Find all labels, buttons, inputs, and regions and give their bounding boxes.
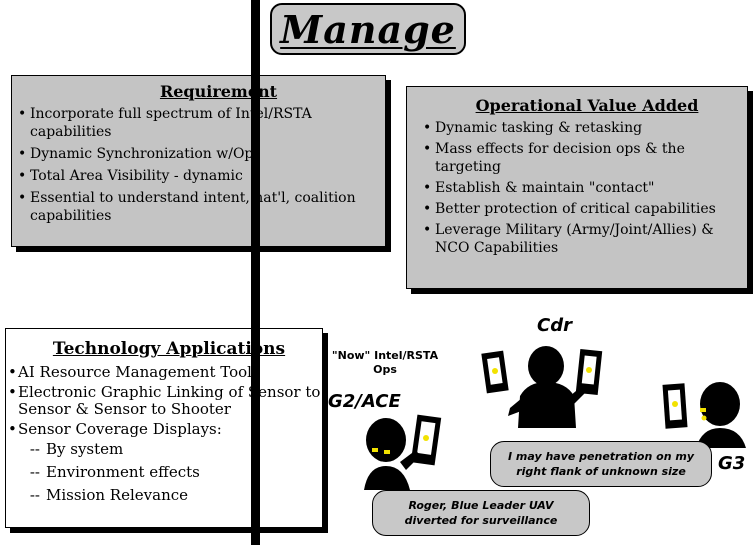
list-item: Better protection of critical capabiliti… bbox=[417, 200, 739, 218]
technology-panel: Technology Applications AI Resource Mana… bbox=[5, 328, 323, 528]
sub-list-item: Mission Relevance bbox=[6, 487, 322, 504]
g2-ace-figure-icon bbox=[364, 414, 442, 490]
g2-speech-line1: Roger, Blue Leader UAV bbox=[408, 499, 554, 512]
list-item: Electronic Graphic Linking of Sensor to … bbox=[6, 384, 322, 418]
g3-speech-bubble: I may have penetration on my right flank… bbox=[490, 441, 712, 487]
slide-title: Manage bbox=[280, 6, 456, 52]
list-item: Mass effects for decision ops & the targ… bbox=[417, 140, 739, 176]
operational-value-list: Dynamic tasking & retasking Mass effects… bbox=[407, 119, 747, 257]
requirements-panel: Requirement Incorporate full spectrum of… bbox=[11, 75, 386, 247]
operational-value-title: Operational Value Added bbox=[475, 96, 699, 115]
list-item: Dynamic tasking & retasking bbox=[417, 119, 739, 137]
now-intel-label: "Now" Intel/RSTA Ops bbox=[320, 349, 450, 377]
list-item: Leverage Military (Army/Joint/Allies) & … bbox=[417, 221, 739, 257]
requirements-list: Incorporate full spectrum of Intel/RSTA … bbox=[12, 105, 385, 225]
commander-figure-icon bbox=[481, 346, 603, 428]
list-item: AI Resource Management Tools bbox=[6, 364, 322, 382]
g2-speech-bubble: Roger, Blue Leader UAV diverted for surv… bbox=[372, 490, 590, 536]
g3-speech-line2: right flank of unknown size bbox=[516, 465, 686, 478]
list-item: Essential to understand intent, nat'l, c… bbox=[12, 189, 371, 225]
sub-list-item: Environment effects bbox=[6, 464, 322, 481]
g3-figure-icon bbox=[662, 382, 746, 448]
requirements-title: Requirement bbox=[159, 82, 278, 101]
sub-list-item: By system bbox=[6, 441, 322, 458]
technology-list: AI Resource Management Tools Electronic … bbox=[6, 364, 322, 504]
g2-ace-label: G2/ACE bbox=[328, 391, 401, 412]
title-box: Manage bbox=[270, 3, 466, 55]
g3-speech-line1: I may have penetration on my bbox=[507, 450, 694, 463]
list-item: Sensor Coverage Displays: bbox=[6, 421, 322, 439]
list-item: Incorporate full spectrum of Intel/RSTA … bbox=[12, 105, 371, 141]
list-item: Total Area Visibility - dynamic bbox=[12, 167, 371, 185]
list-item: Dynamic Synchronization w/Ops bbox=[12, 145, 371, 163]
now-intel-label-line2: Ops bbox=[373, 363, 397, 376]
g3-label: G3 bbox=[718, 453, 746, 474]
g2-speech-line2: diverted for surveillance bbox=[404, 514, 558, 527]
cdr-label: Cdr bbox=[537, 315, 572, 336]
technology-title: Technology Applications bbox=[52, 339, 286, 359]
now-intel-label-line1: "Now" Intel/RSTA bbox=[331, 349, 439, 362]
list-item: Establish & maintain "contact" bbox=[417, 179, 739, 197]
operational-value-panel: Operational Value Added Dynamic tasking … bbox=[406, 86, 748, 289]
divider-line bbox=[251, 0, 260, 545]
